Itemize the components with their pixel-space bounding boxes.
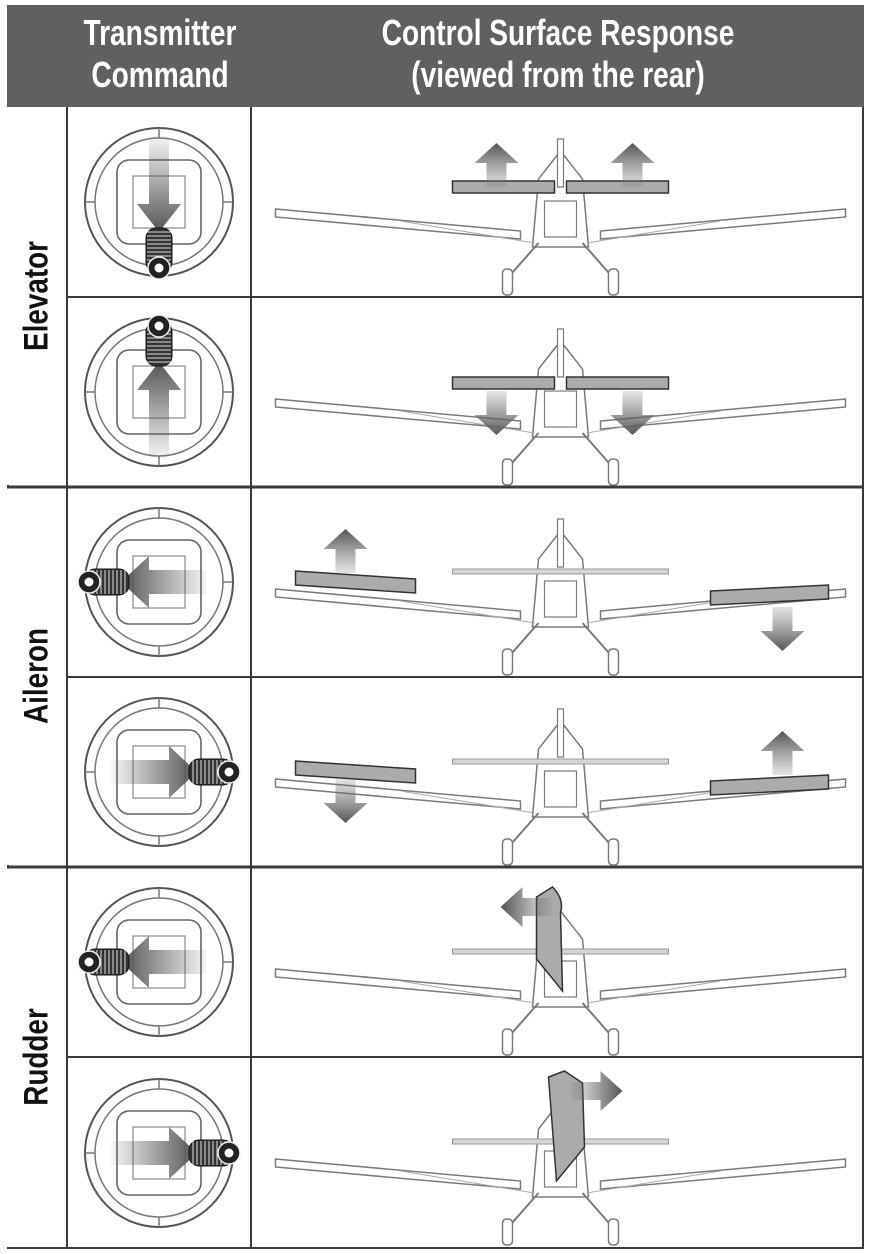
- right-wheel: [607, 1218, 620, 1246]
- right-aileron-arrow-up-icon: [760, 731, 805, 775]
- stick-arrow-down-icon: [137, 136, 181, 232]
- left-wing: [274, 208, 522, 240]
- right-wheel: [607, 1028, 620, 1056]
- right-aileron: [709, 774, 830, 796]
- column-header-response-line1: Control Surface Response: [381, 12, 735, 53]
- rudder-arrow-right-icon: [570, 1071, 623, 1111]
- right-wheel: [607, 838, 620, 866]
- column-header-response: Control Surface Response (viewed from th…: [340, 12, 777, 96]
- left-wing: [274, 398, 522, 430]
- column-header-transmitter-line2: Command: [91, 54, 229, 95]
- right-aileron-arrow-down-icon: [760, 607, 805, 651]
- right-wheel: [607, 458, 620, 486]
- right-wing: [599, 1158, 847, 1190]
- stick-knob-icon: [77, 568, 130, 596]
- left-wheel: [501, 648, 514, 676]
- right-wing: [599, 208, 847, 240]
- right-wing: [599, 398, 847, 430]
- column-header-transmitter: Transmitter Command: [66, 12, 253, 96]
- stick-knob-icon: [188, 1139, 241, 1167]
- horizontal-stabilizer: [452, 568, 669, 575]
- group-label-elevator: Elevator: [7, 107, 67, 485]
- right-elevator: [565, 180, 670, 194]
- table-header: [7, 5, 864, 107]
- left-aileron: [294, 570, 417, 594]
- surface-arrow-down-icon: [474, 391, 519, 435]
- right-wheel: [607, 648, 620, 676]
- group-label-aileron: Aileron: [7, 487, 67, 865]
- column-header-response-line2: (viewed from the rear): [411, 54, 705, 95]
- stick-arrow-right-icon: [111, 746, 197, 798]
- left-wheel: [501, 268, 514, 296]
- stick-knob-icon: [145, 314, 173, 367]
- left-wing: [274, 1158, 522, 1190]
- airplane-rear-view-4: [274, 708, 847, 866]
- left-aileron-arrow-up-icon: [323, 529, 368, 573]
- right-wing: [599, 968, 847, 1000]
- stick-arrow-right-icon: [111, 1127, 197, 1179]
- right-elevator: [565, 376, 670, 390]
- airplane-rear-view-2: [274, 328, 847, 486]
- stick-gimbal-4: [84, 697, 241, 847]
- left-wheel: [501, 838, 514, 866]
- surface-arrow-up-icon: [610, 143, 655, 187]
- airplane-rear-view-1: [274, 138, 847, 296]
- left-aileron-arrow-down-icon: [323, 779, 368, 823]
- left-aileron: [294, 760, 417, 784]
- stick-gimbal-5: [77, 887, 234, 1037]
- stick-gimbal-6: [84, 1078, 241, 1228]
- stick-arrow-up-icon: [137, 362, 181, 458]
- left-wheel: [501, 458, 514, 486]
- airplane-rear-view-5: [274, 886, 847, 1056]
- stick-arrow-left-icon: [121, 936, 207, 988]
- column-header-transmitter-line1: Transmitter: [83, 12, 237, 53]
- stick-gimbal-2: [84, 314, 234, 467]
- airplane-rear-view-3: [274, 518, 847, 676]
- stick-knob-icon: [145, 227, 173, 280]
- left-wing: [274, 968, 522, 1000]
- stick-knob-icon: [77, 948, 130, 976]
- stick-arrow-left-icon: [121, 556, 207, 608]
- left-elevator: [451, 376, 556, 390]
- airplane-rear-view-6: [274, 1070, 847, 1246]
- rudder-arrow-left-icon: [500, 887, 553, 927]
- right-aileron: [709, 584, 830, 606]
- group-label-rudder: Rudder: [7, 867, 67, 1247]
- left-wheel: [501, 1218, 514, 1246]
- horizontal-stabilizer: [452, 758, 669, 765]
- right-wheel: [607, 268, 620, 296]
- left-wheel: [501, 1028, 514, 1056]
- surface-arrow-up-icon: [474, 143, 519, 187]
- left-wing: [274, 588, 522, 620]
- stick-gimbal-1: [84, 127, 234, 280]
- stick-knob-icon: [188, 758, 241, 786]
- surface-arrow-down-icon: [610, 391, 655, 435]
- stick-gimbal-3: [77, 507, 234, 657]
